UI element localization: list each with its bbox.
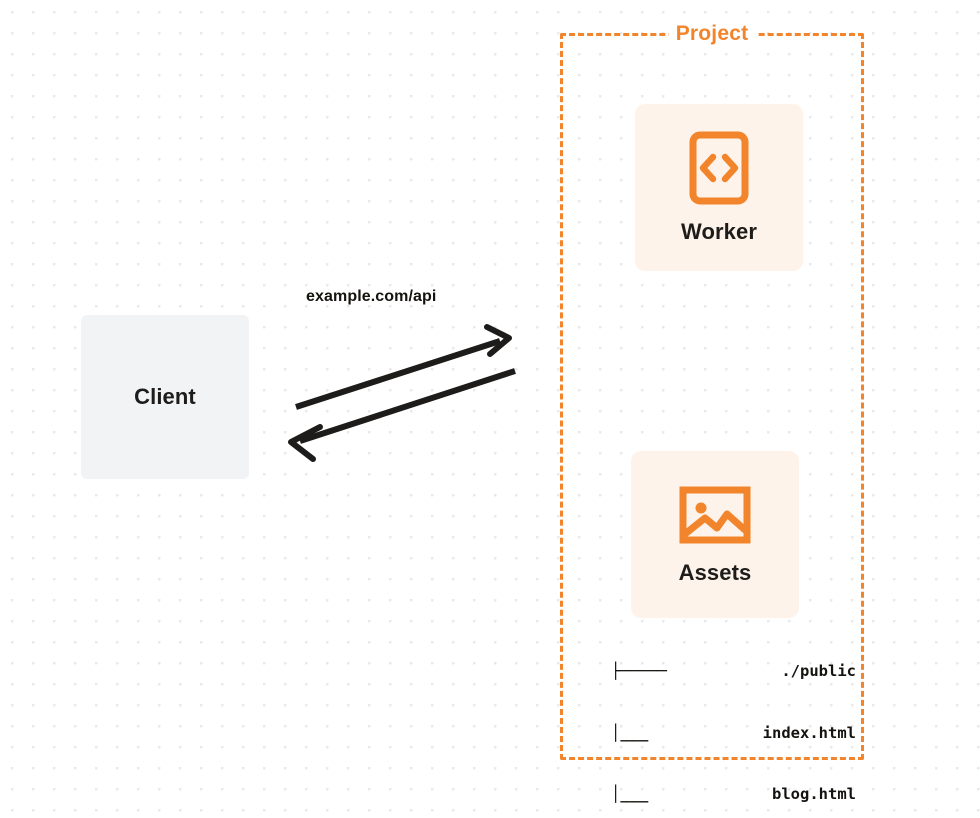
tree-branch-glyph: │___ (611, 785, 649, 803)
request-arrow (295, 324, 512, 410)
assets-file-tree: ├───── ./public │___ index.html │___ blo… (611, 620, 856, 818)
code-brackets-icon (689, 131, 749, 204)
client-label: Client (134, 384, 196, 409)
worker-card-label: Worker (681, 218, 757, 244)
tree-item-name: blog.html (772, 785, 856, 803)
assets-card-label: Assets (678, 559, 752, 585)
project-title: Project (668, 22, 756, 46)
client-node[interactable]: Client (81, 315, 249, 479)
file-tree-row: │___ blog.html (611, 784, 856, 805)
tree-item-name: ./public (781, 662, 856, 680)
file-tree-row: ├───── ./public (611, 661, 856, 682)
tree-branch-glyph: ├───── (611, 662, 667, 680)
image-icon (679, 486, 751, 543)
response-arrow (288, 368, 516, 462)
project-group: Project Worker Assets ├───── ./public (560, 22, 864, 803)
tree-item-name: index.html (762, 723, 856, 742)
tree-branch-glyph: │___ (611, 723, 649, 742)
file-tree-row: │___ index.html (611, 723, 856, 744)
connection-label: example.com/api (306, 288, 437, 305)
worker-card[interactable]: Worker (635, 104, 803, 271)
assets-card[interactable]: Assets (631, 451, 799, 618)
